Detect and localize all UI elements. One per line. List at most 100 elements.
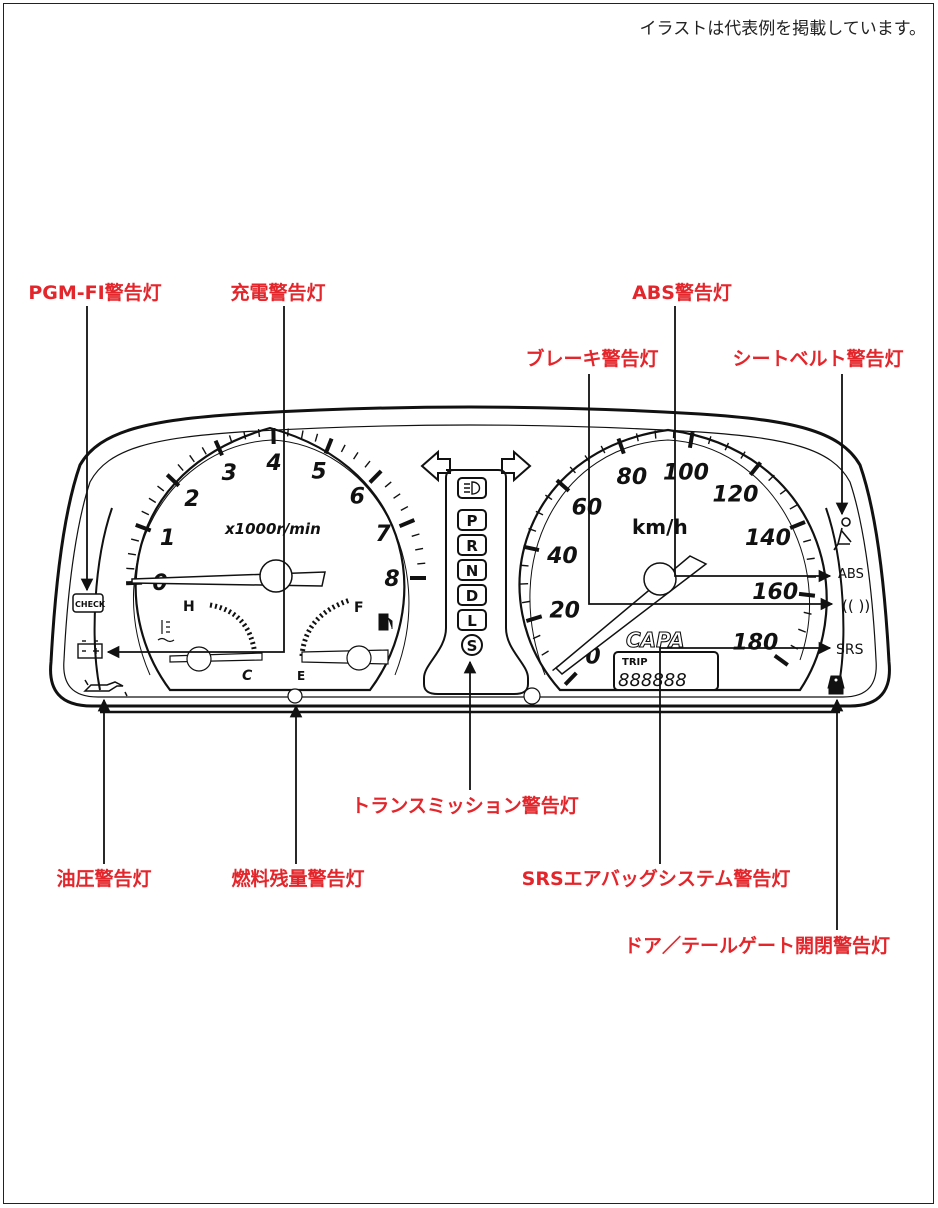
speedo-major-tick [789, 520, 806, 530]
tach-minor-tick [393, 493, 401, 499]
tach-number-7: 7 [375, 522, 391, 547]
check-engine-text: CHECK [75, 600, 106, 609]
tach-minor-tick [300, 430, 304, 439]
speedo-number-180: 180 [732, 630, 778, 655]
headlight-icon [464, 481, 481, 495]
tach-major-tick [368, 469, 383, 484]
shift-box-S [461, 634, 483, 656]
abs-indicator-text: ABS [838, 567, 864, 582]
speedo-major-tick [555, 478, 571, 493]
speedo-number-100: 100 [663, 460, 709, 485]
page-frame [3, 3, 934, 1204]
shift-indicator-panel [423, 469, 529, 695]
speedo-minor-tick [521, 600, 531, 604]
speedo-minor-tick [724, 442, 730, 451]
speedo-number-60: 60 [572, 496, 603, 521]
label-door-warning: ドア／テールゲート開閉警告灯 [623, 935, 891, 957]
tach-minor-tick [141, 510, 150, 516]
tach-major-tick [135, 522, 152, 533]
tach-minor-tick [340, 444, 346, 453]
tach-minor-tick [411, 533, 420, 538]
speedo-minor-tick [789, 504, 798, 510]
tach-minor-tick [257, 428, 261, 438]
tach-minor-tick [189, 454, 195, 463]
speedo-major-tick [773, 653, 789, 667]
speedo-minor-tick [798, 628, 807, 633]
shift-letter-D: D [466, 587, 478, 605]
odometer-knob [523, 687, 541, 705]
shift-box-D [457, 584, 487, 606]
speedo-major-tick [687, 431, 695, 449]
trip-reset-knob [287, 688, 303, 704]
shift-letter-L: L [467, 612, 477, 630]
brake-indicator-icon: (( )) [842, 597, 870, 615]
speedo-needle [554, 555, 708, 675]
speedo-number-20: 20 [549, 598, 580, 623]
temperature-gauge: H C [157, 599, 263, 684]
check-engine-icon: CHECK [72, 593, 106, 613]
tach-major-tick [213, 439, 224, 457]
speedo-minor-tick [779, 488, 787, 495]
shift-letter-S: S [467, 637, 478, 655]
tach-major-tick [398, 518, 416, 529]
tach-major-tick [323, 437, 334, 455]
speedo-major-tick [798, 591, 816, 598]
speedo-minor-tick [569, 466, 576, 474]
shift-box-N [457, 559, 487, 581]
tach-minor-tick [415, 547, 424, 551]
speedo-minor-tick [541, 650, 549, 656]
speedo-minor-tick [803, 611, 812, 615]
seatbelt-icon [833, 517, 852, 551]
speedo-minor-tick [768, 474, 775, 482]
tach-minor-tick [148, 497, 157, 504]
tach-minor-tick [364, 460, 371, 468]
odometer-display: TRIP 888888 [613, 651, 719, 691]
illustration-note: イラストは代表例を掲載しています。 [639, 19, 926, 39]
tach-minor-tick [384, 481, 392, 488]
tach-minor-tick [400, 505, 409, 511]
srs-indicator-text: SRS [836, 642, 864, 658]
speedo-minor-tick [654, 430, 657, 439]
speedo-minor-tick [803, 539, 812, 543]
tach-minor-tick [243, 431, 247, 440]
shift-letter-N: N [466, 562, 479, 580]
temp-cold-label: C [242, 668, 253, 684]
tach-minor-tick [286, 428, 289, 437]
fuel-full-label: F [354, 600, 364, 616]
tach-minor-tick [201, 447, 207, 455]
speedo-major-tick [748, 461, 763, 477]
speedo-minor-tick [544, 494, 553, 501]
left-turn-icon [420, 449, 451, 483]
tach-number-1: 1 [160, 526, 175, 551]
speedo-minor-tick [806, 557, 815, 561]
fuel-empty-label: E [297, 669, 305, 683]
tach-unit: x1000r/min [224, 520, 321, 538]
tach-number-6: 6 [350, 484, 365, 509]
speedo-minor-tick [600, 445, 606, 454]
tach-minor-tick [157, 485, 165, 492]
battery-icon [77, 640, 103, 659]
tach-minor-tick [130, 538, 140, 542]
tach-tick-marks [126, 427, 426, 586]
speedo-major-tick [616, 437, 626, 455]
label-oil-pressure-warning: 油圧警告灯 [56, 868, 152, 890]
speedo-minor-tick [535, 510, 544, 516]
label-brake-warning: ブレーキ警告灯 [525, 348, 659, 370]
speedo-major-tick [525, 614, 543, 623]
coolant-temp-icon [157, 620, 175, 643]
label-charge-warning: 充電警告灯 [230, 282, 326, 304]
tach-minor-tick [353, 451, 359, 460]
shift-box-L [457, 609, 487, 631]
shift-letter-R: R [466, 537, 478, 555]
tach-number-4: 4 [265, 451, 281, 476]
tach-minor-tick [314, 433, 319, 442]
tach-number-5: 5 [311, 459, 326, 484]
speedo-number-140: 140 [745, 526, 791, 551]
shift-box-P [457, 509, 487, 531]
speedo-number-40: 40 [546, 544, 578, 569]
trip-label: TRIP [622, 657, 648, 668]
label-abs-warning: ABS警告灯 [632, 282, 732, 304]
